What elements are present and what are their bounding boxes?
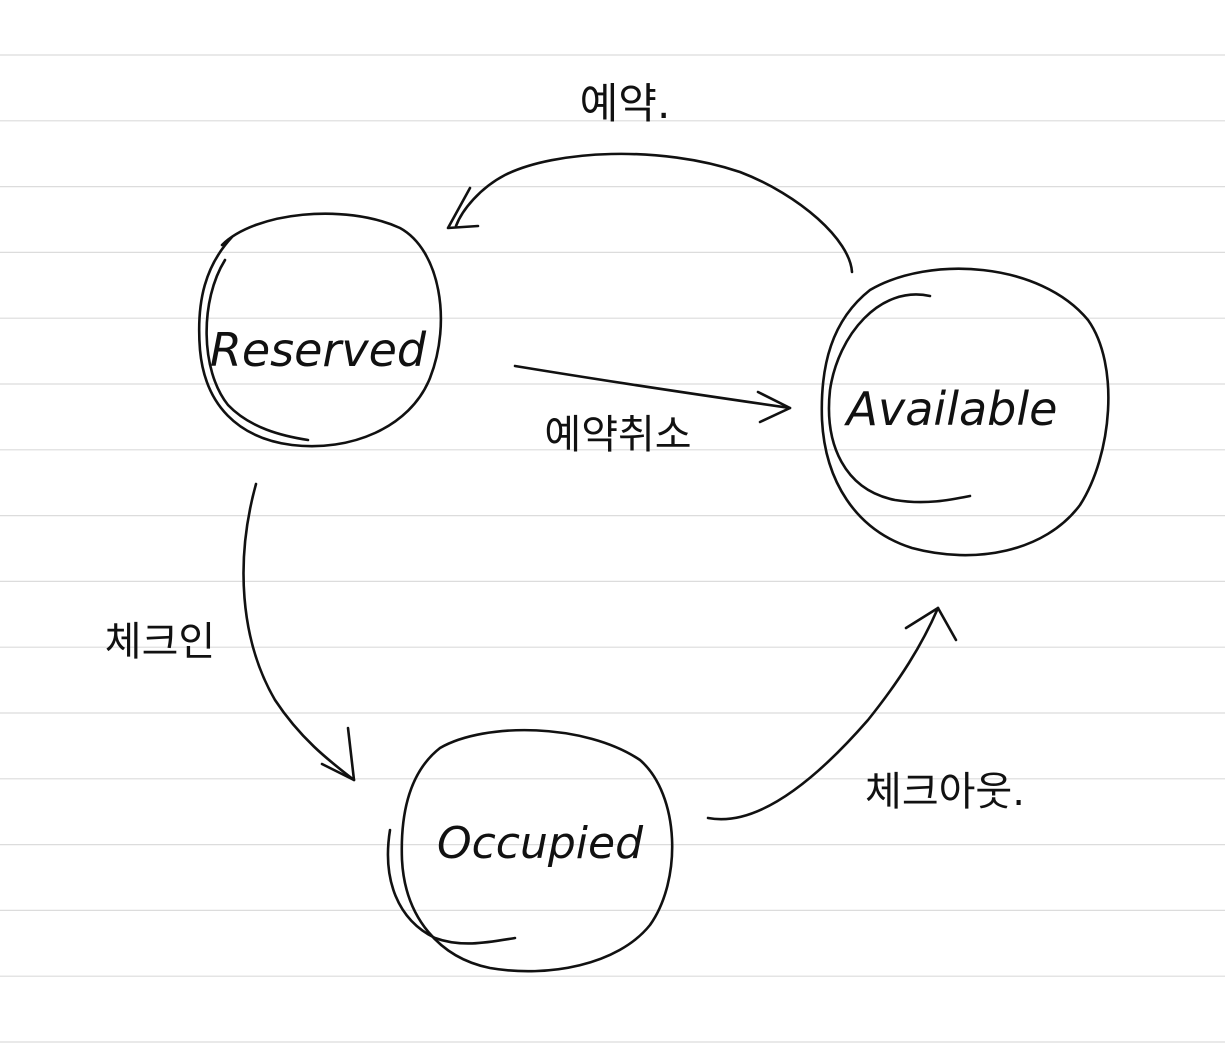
state-occupied: Occupied bbox=[386, 728, 674, 973]
transition-reserved-to-available: 예약취소 bbox=[513, 364, 792, 458]
reserved-circle-overlap bbox=[205, 258, 310, 442]
transition-available-to-reserved: 예약. bbox=[446, 79, 854, 274]
available-label: Available bbox=[844, 382, 1058, 436]
occupied-circle-overlap bbox=[386, 828, 517, 945]
transition-occupied-to-available: 체크아웃. bbox=[706, 606, 1025, 821]
arrowhead-reserved bbox=[446, 186, 480, 230]
arrowhead-occupied bbox=[320, 726, 356, 782]
occupied-circle bbox=[400, 728, 674, 973]
label-reserved-to-available: 예약취소 bbox=[544, 412, 691, 458]
available-circle-overlap bbox=[827, 293, 972, 504]
available-circle bbox=[820, 267, 1110, 557]
reserved-circle bbox=[197, 212, 443, 448]
arrowhead-available bbox=[756, 390, 792, 424]
state-reserved: Reserved bbox=[197, 212, 443, 448]
occupied-label: Occupied bbox=[437, 818, 644, 869]
line-reserved-to-available bbox=[513, 364, 792, 410]
notebook-ruled-lines bbox=[0, 54, 1225, 1043]
reserved-label: Reserved bbox=[210, 323, 427, 377]
label-occupied-to-available: 체크아웃. bbox=[865, 769, 1025, 815]
state-available: Available bbox=[820, 267, 1110, 557]
arc-available-to-reserved bbox=[454, 152, 854, 274]
label-available-to-reserved: 예약. bbox=[580, 79, 671, 128]
arrowhead-available-bottom bbox=[904, 606, 958, 642]
arc-occupied-to-available bbox=[706, 606, 940, 821]
arc-reserved-to-occupied bbox=[242, 482, 356, 782]
label-reserved-to-occupied: 체크인 bbox=[105, 619, 215, 665]
transition-reserved-to-occupied: 체크인 bbox=[105, 482, 356, 782]
